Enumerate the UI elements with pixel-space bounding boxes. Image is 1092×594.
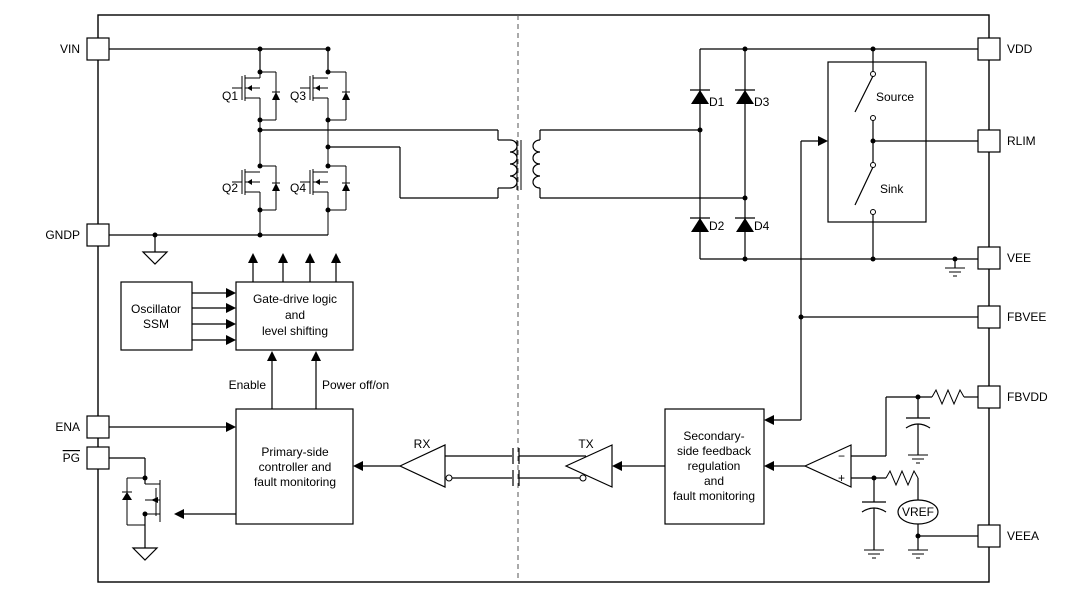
sink-label: Sink: [880, 182, 904, 196]
rx-amplifier: [353, 444, 512, 488]
rx-label: RX: [414, 437, 431, 451]
pin-rlim[interactable]: [977, 129, 1001, 153]
enable-label: Enable: [229, 378, 267, 392]
secondary-label-2: side feedback: [677, 444, 752, 458]
d3-label: D3: [754, 95, 770, 109]
pin-vdd[interactable]: [977, 37, 1001, 61]
q4-label: Q4: [290, 181, 306, 195]
primary-controller-block: [235, 408, 354, 525]
gate-drive-label-1: Gate-drive logic: [253, 292, 337, 306]
oscillator-label-2: SSM: [143, 317, 169, 331]
pin-pg[interactable]: [86, 446, 110, 470]
pin-fbvdd-label: FBVDD: [1007, 390, 1048, 404]
secondary-feedback-block: [664, 408, 765, 525]
pin-veea[interactable]: [977, 524, 1001, 548]
q3-label: Q3: [290, 89, 306, 103]
tx-amplifier: [519, 444, 665, 488]
pin-vee[interactable]: [977, 246, 1001, 270]
fbvee-feedback-wire: [764, 136, 978, 425]
pg-output-stage: [109, 457, 236, 561]
amp-plus-label: +: [838, 471, 845, 485]
pin-fbvee[interactable]: [977, 305, 1001, 329]
source-label: Source: [876, 90, 914, 104]
d2-label: D2: [709, 219, 725, 233]
gate-drive-label-2: and: [285, 308, 305, 322]
gate-drive-block: [235, 281, 354, 351]
source-sink-switches: [827, 49, 978, 259]
gate-drive-label-3: level shifting: [262, 324, 328, 338]
error-amplifier: [764, 388, 978, 559]
transformer: [497, 129, 745, 199]
d1-label: D1: [709, 95, 725, 109]
oscillator-outputs: [192, 288, 236, 345]
primary-label-3: fault monitoring: [254, 475, 336, 489]
pin-vin-label: VIN: [60, 42, 80, 56]
gate-drive-outputs: [248, 253, 341, 282]
vref-label: VREF: [902, 505, 934, 519]
pin-vin[interactable]: [86, 37, 110, 61]
amp-minus-label: −: [838, 449, 845, 463]
pin-pg-label: PG: [63, 451, 80, 465]
pin-fbvdd[interactable]: [977, 385, 1001, 409]
q2-label: Q2: [222, 181, 238, 195]
primary-to-gate-drive: [267, 351, 321, 409]
secondary-label-4: and: [704, 474, 724, 488]
power-label: Power off/on: [322, 378, 389, 392]
pin-fbvee-label: FBVEE: [1007, 310, 1046, 324]
vref-source: [897, 499, 939, 525]
oscillator-label-1: Oscillator: [131, 302, 181, 316]
pin-gndp-label: GNDP: [45, 228, 80, 242]
secondary-label-3: regulation: [688, 459, 741, 473]
secondary-label-5: fault monitoring: [673, 489, 755, 503]
pin-rlim-label: RLIM: [1007, 134, 1036, 148]
oscillator-block: [120, 281, 193, 351]
pin-vdd-label: VDD: [1007, 42, 1033, 56]
pin-gndp[interactable]: [86, 223, 110, 247]
primary-label-1: Primary-side: [261, 445, 329, 459]
rectifier-bridge: [690, 46, 978, 277]
q1-label: Q1: [222, 89, 238, 103]
tx-label: TX: [578, 437, 593, 451]
pin-ena-label: ENA: [55, 420, 80, 434]
d4-label: D4: [754, 219, 770, 233]
primary-label-2: controller and: [259, 460, 332, 474]
h-bridge: [109, 46, 498, 265]
device-outline: [97, 14, 990, 583]
pin-veea-label: VEEA: [1007, 529, 1039, 543]
pin-ena[interactable]: [86, 415, 110, 439]
pin-vee-label: VEE: [1007, 251, 1031, 265]
secondary-label-1: Secondary-: [683, 429, 744, 443]
